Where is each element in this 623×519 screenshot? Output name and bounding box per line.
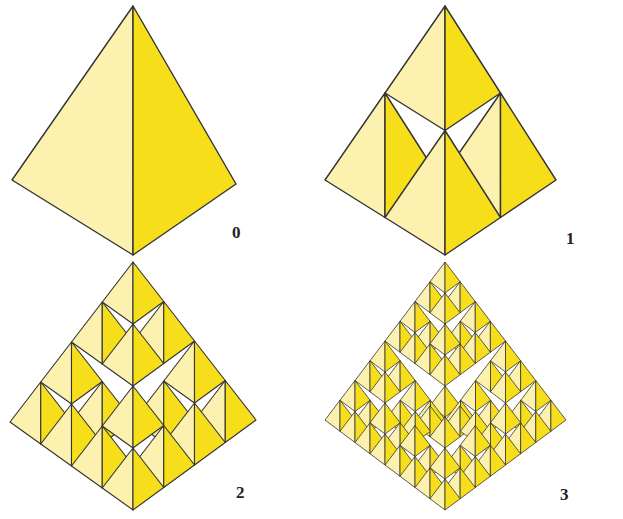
left-face (430, 293, 445, 324)
left-face (12, 6, 133, 255)
left-face (430, 417, 445, 448)
left-face (415, 344, 430, 375)
right-face (445, 479, 460, 510)
left-face (355, 423, 370, 454)
right-face (195, 403, 226, 465)
left-face (10, 382, 41, 444)
right-face (475, 457, 490, 488)
left-face (370, 434, 385, 465)
left-face (430, 479, 445, 510)
right-face (506, 372, 521, 403)
left-face (41, 404, 72, 466)
left-face (400, 333, 415, 364)
right-face (501, 93, 557, 218)
right-face (445, 355, 460, 386)
left-face (385, 445, 400, 476)
right-face (536, 412, 551, 443)
stage-number: 2 (236, 484, 245, 501)
left-face (385, 131, 445, 256)
tetrahedron-piece (430, 293, 460, 324)
tetrahedron-piece (491, 372, 521, 403)
stage-number: 0 (232, 224, 241, 241)
left-face (340, 412, 355, 443)
right-face (551, 400, 566, 431)
right-face (521, 423, 536, 454)
right-face (133, 324, 164, 386)
sierpinski-tetrahedron (10, 262, 256, 510)
left-face (400, 457, 415, 488)
right-face (225, 381, 256, 443)
stage-number: 3 (560, 486, 569, 503)
right-face (164, 426, 195, 488)
left-face (370, 372, 385, 403)
left-face (102, 448, 133, 510)
tetrahedron-piece (385, 6, 501, 131)
right-face (490, 445, 505, 476)
tetrahedron-piece (430, 417, 460, 448)
left-face (102, 324, 133, 386)
left-face (491, 372, 506, 403)
sierpinski-tetrahedron (12, 6, 236, 255)
left-face (325, 93, 385, 218)
right-face (133, 448, 164, 510)
right-face (460, 344, 475, 375)
stage-number: 1 (566, 230, 575, 247)
right-face (475, 333, 490, 364)
tetrahedron-piece (430, 355, 460, 386)
right-face (460, 468, 475, 499)
sierpinski-tetrahedron (325, 6, 556, 255)
right-face (445, 417, 460, 448)
tetrahedron-piece (430, 479, 460, 510)
left-face (325, 400, 340, 431)
right-face (506, 434, 521, 465)
tetrahedron-piece (385, 131, 501, 256)
tetrahedron-piece (102, 448, 164, 510)
left-face (72, 426, 103, 488)
right-face (385, 372, 400, 403)
tetrahedron-piece (12, 6, 236, 255)
right-face (445, 293, 460, 324)
tetrahedron-piece (370, 372, 400, 403)
right-face (445, 131, 501, 256)
tetrahedron-piece (102, 324, 164, 386)
left-face (415, 468, 430, 499)
right-face (133, 6, 236, 255)
sierpinski-tetrahedron (325, 262, 566, 510)
left-face (430, 355, 445, 386)
